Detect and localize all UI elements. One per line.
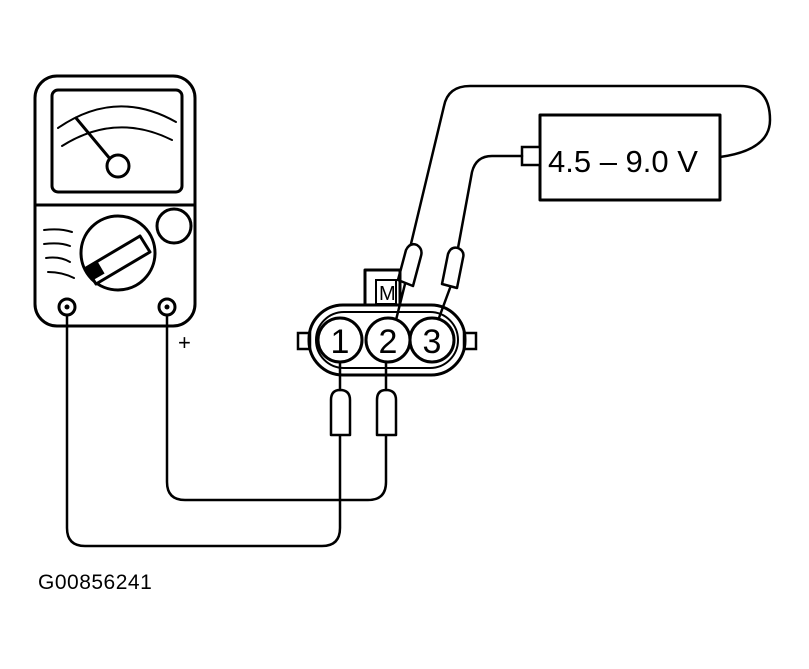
- sensor-connector: M 1 2 3: [296, 268, 478, 377]
- multimeter-scale-arc-outer: [57, 105, 177, 129]
- voltage-source-label: 4.5 – 9.0 V: [548, 144, 698, 179]
- multimeter-display-frame: [50, 88, 184, 194]
- connector-pin-3[interactable]: [408, 316, 456, 364]
- terminal-negative-jack-center: [64, 304, 70, 310]
- voltage-source-terminal: [520, 145, 542, 167]
- connector-pin-3-label: 3: [423, 323, 442, 361]
- multimeter-body: [33, 74, 197, 328]
- figure-id: G00856241: [38, 571, 153, 594]
- range-selector-pointer: [84, 234, 152, 286]
- voltage-source: 4.5 – 9.0 V: [520, 113, 722, 202]
- connector-pin-2-label: 2: [379, 323, 398, 361]
- connector-marker: M: [379, 283, 396, 305]
- lead-positive: [165, 313, 388, 502]
- multimeter-needle-pivot: [105, 153, 131, 179]
- probe-pin-2[interactable]: [375, 358, 398, 437]
- supply-wire-return: [456, 154, 524, 250]
- supply-wire-positive: [408, 84, 772, 250]
- multimeter: +: [33, 74, 197, 355]
- zero-adjust-knob[interactable]: [155, 207, 193, 245]
- lead-negative: [65, 313, 342, 548]
- range-markings: [43, 228, 75, 279]
- terminal-positive-jack-center: [164, 304, 170, 310]
- probe-pin-1[interactable]: [329, 358, 352, 437]
- positive-terminal-label: +: [178, 330, 191, 355]
- connector-lock-tab: [363, 268, 402, 307]
- connector-pin-1[interactable]: [316, 316, 364, 364]
- connector-housing-inner: [315, 311, 459, 369]
- connector-housing: [307, 303, 467, 377]
- connector-pin-1-label: 1: [331, 323, 350, 361]
- multimeter-scale-arc-inner: [61, 126, 173, 147]
- supply-probe-pin-2[interactable]: [392, 242, 423, 330]
